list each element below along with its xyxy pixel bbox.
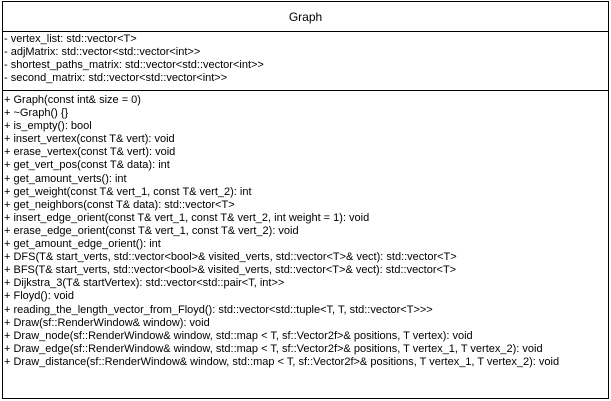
method-dfs: + DFS(T& start_verts, std::vector<bool>&… bbox=[4, 251, 457, 264]
method-is-empty: + is_empty(): bool bbox=[4, 120, 92, 133]
method-destructor: + ~Graph() {} bbox=[4, 107, 69, 120]
attribute-adj-matrix: - adjMatrix: std::vector<std::vector<int… bbox=[4, 46, 201, 59]
class-header: Graph bbox=[3, 2, 608, 32]
class-name: Graph bbox=[288, 9, 323, 24]
method-draw-node: + Draw_node(sf::RenderWindow& window, st… bbox=[4, 329, 473, 342]
method-get-vert-pos: + get_vert_pos(const T& data): int bbox=[4, 159, 170, 172]
method-dijkstra: + Dijkstra_3(T& startVertex): std::vecto… bbox=[4, 277, 285, 290]
method-get-amount-edge-orient: + get_amount_edge_orient(): int bbox=[4, 238, 161, 251]
method-insert-edge-orient: + insert_edge_orient(const T& vert_1, co… bbox=[4, 211, 370, 224]
attribute-second-matrix: - second_matrix: std::vector<std::vector… bbox=[4, 72, 228, 85]
attribute-vertex-list: - vertex_list: std::vector<T> bbox=[4, 33, 137, 45]
method-erase-edge-orient: + erase_edge_orient(const T& vert_1, con… bbox=[4, 224, 299, 237]
method-get-amount-verts: + get_amount_verts(): int bbox=[4, 172, 127, 185]
method-floyd: + Floyd(): void bbox=[4, 290, 74, 303]
attributes-section: - vertex_list: std::vector<T> - adjMatri… bbox=[3, 32, 608, 91]
method-draw-edge: + Draw_edge(sf::RenderWindow& window, st… bbox=[4, 342, 543, 355]
methods-section: + Graph(const int& size = 0) + ~Graph() … bbox=[3, 91, 608, 369]
method-get-weight: + get_weight(const T& vert_1, const T& v… bbox=[4, 185, 252, 198]
method-reading-length-vector: + reading_the_length_vector_from_Floyd()… bbox=[4, 303, 433, 316]
method-draw-distance: + Draw_distance(sf::RenderWindow& window… bbox=[4, 355, 560, 368]
method-constructor: + Graph(const int& size = 0) bbox=[4, 94, 141, 106]
method-bfs: + BFS(T& start_verts, std::vector<bool>&… bbox=[4, 264, 457, 277]
method-erase-vertex: + erase_vertex(const T& vert): void bbox=[4, 146, 176, 159]
method-draw: + Draw(sf::RenderWindow& window): void bbox=[4, 316, 210, 329]
method-insert-vertex: + insert_vertex(const T& vert): void bbox=[4, 133, 175, 146]
attribute-shortest-paths-matrix: - shortest_paths_matrix: std::vector<std… bbox=[4, 59, 264, 72]
method-get-neighbors: + get_neighbors(const T& data): std::vec… bbox=[4, 198, 235, 211]
